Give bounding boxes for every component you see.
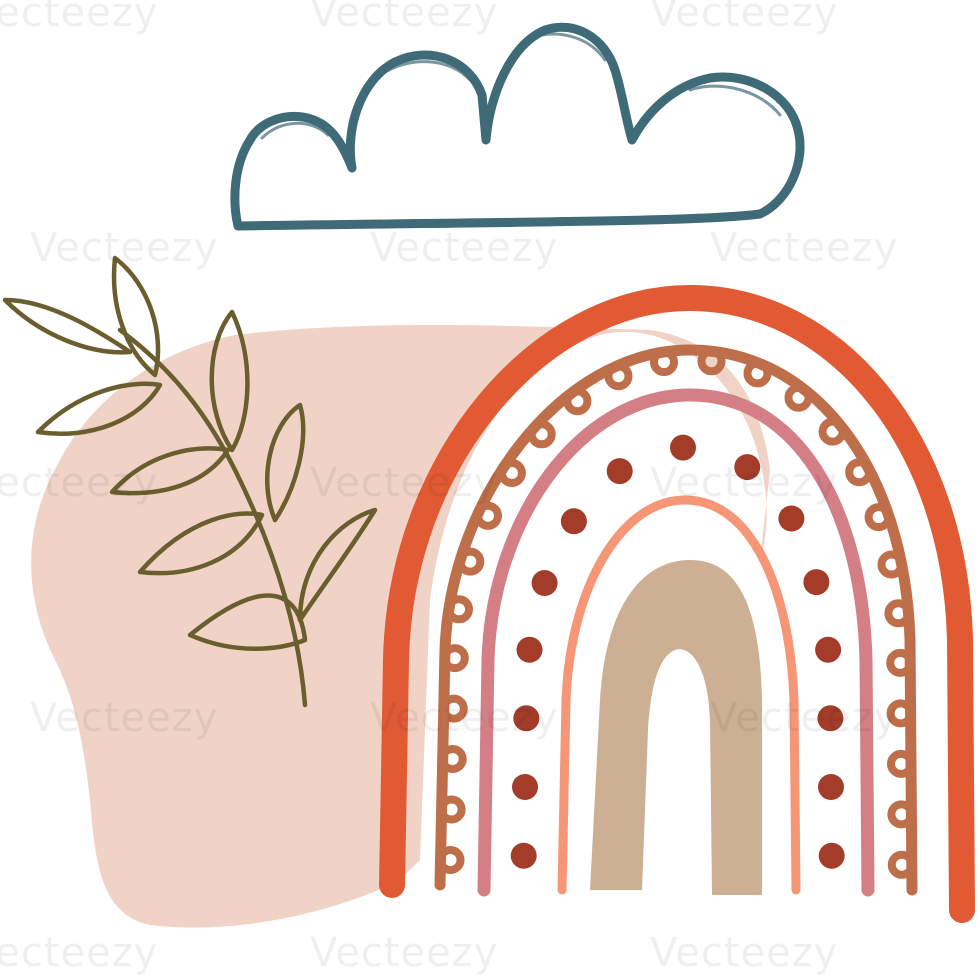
scallop-curl (527, 420, 556, 449)
rainbow-dot (815, 636, 842, 663)
rainbow-dot (513, 705, 540, 732)
rainbow-dot (512, 774, 538, 800)
rainbow-dot (803, 569, 830, 596)
rainbow-dot (510, 842, 537, 869)
rainbow-dot (818, 774, 844, 800)
scallop-curl (456, 547, 485, 576)
scallop-curl (887, 850, 916, 879)
scallop-curl (439, 694, 468, 723)
scallop-curl (784, 383, 813, 412)
scallop-curl (650, 348, 678, 377)
scallop-curl (845, 458, 874, 487)
scallop-curl (886, 648, 915, 677)
scallop-curl (438, 745, 467, 773)
rainbow-dot (778, 505, 805, 532)
scallop-curl (437, 795, 466, 824)
scallop-curl (818, 417, 847, 446)
rainbow-dot (670, 434, 696, 461)
scallop-curl (440, 644, 469, 673)
rainbow-dot (560, 508, 587, 535)
rainbow-dot (606, 458, 633, 485)
scallop-curl (436, 846, 465, 874)
scallop-curl (887, 749, 915, 778)
rainbow-dots (510, 434, 845, 869)
scallop-curl (604, 362, 633, 391)
rainbow-arc-inner (590, 560, 762, 895)
rainbow-arc-pink (477, 388, 875, 897)
cloud-outline (230, 22, 805, 231)
scallop-curl (563, 387, 592, 416)
scallop-curl (697, 347, 726, 376)
rainbow-arc-salmon (557, 495, 801, 895)
leaf-sprig (2, 255, 378, 708)
rainbow-arc-outer (379, 284, 975, 923)
rainbow-dot (516, 636, 543, 663)
scallop-curl (877, 550, 906, 579)
scallop-curl (884, 599, 913, 628)
rainbow-dot (531, 570, 558, 596)
scallop-curl (497, 459, 526, 487)
rainbow-dot (734, 454, 761, 481)
scallop-curls (436, 347, 916, 879)
scallop-curl (445, 595, 473, 624)
scallop-curl (886, 699, 915, 728)
scallop-curl (864, 503, 893, 532)
rainbow-dot (818, 842, 845, 869)
scallop-curl (887, 800, 916, 829)
scallop-curl (743, 359, 772, 388)
scallop-curl (474, 501, 502, 530)
rainbow-dot (817, 705, 844, 732)
